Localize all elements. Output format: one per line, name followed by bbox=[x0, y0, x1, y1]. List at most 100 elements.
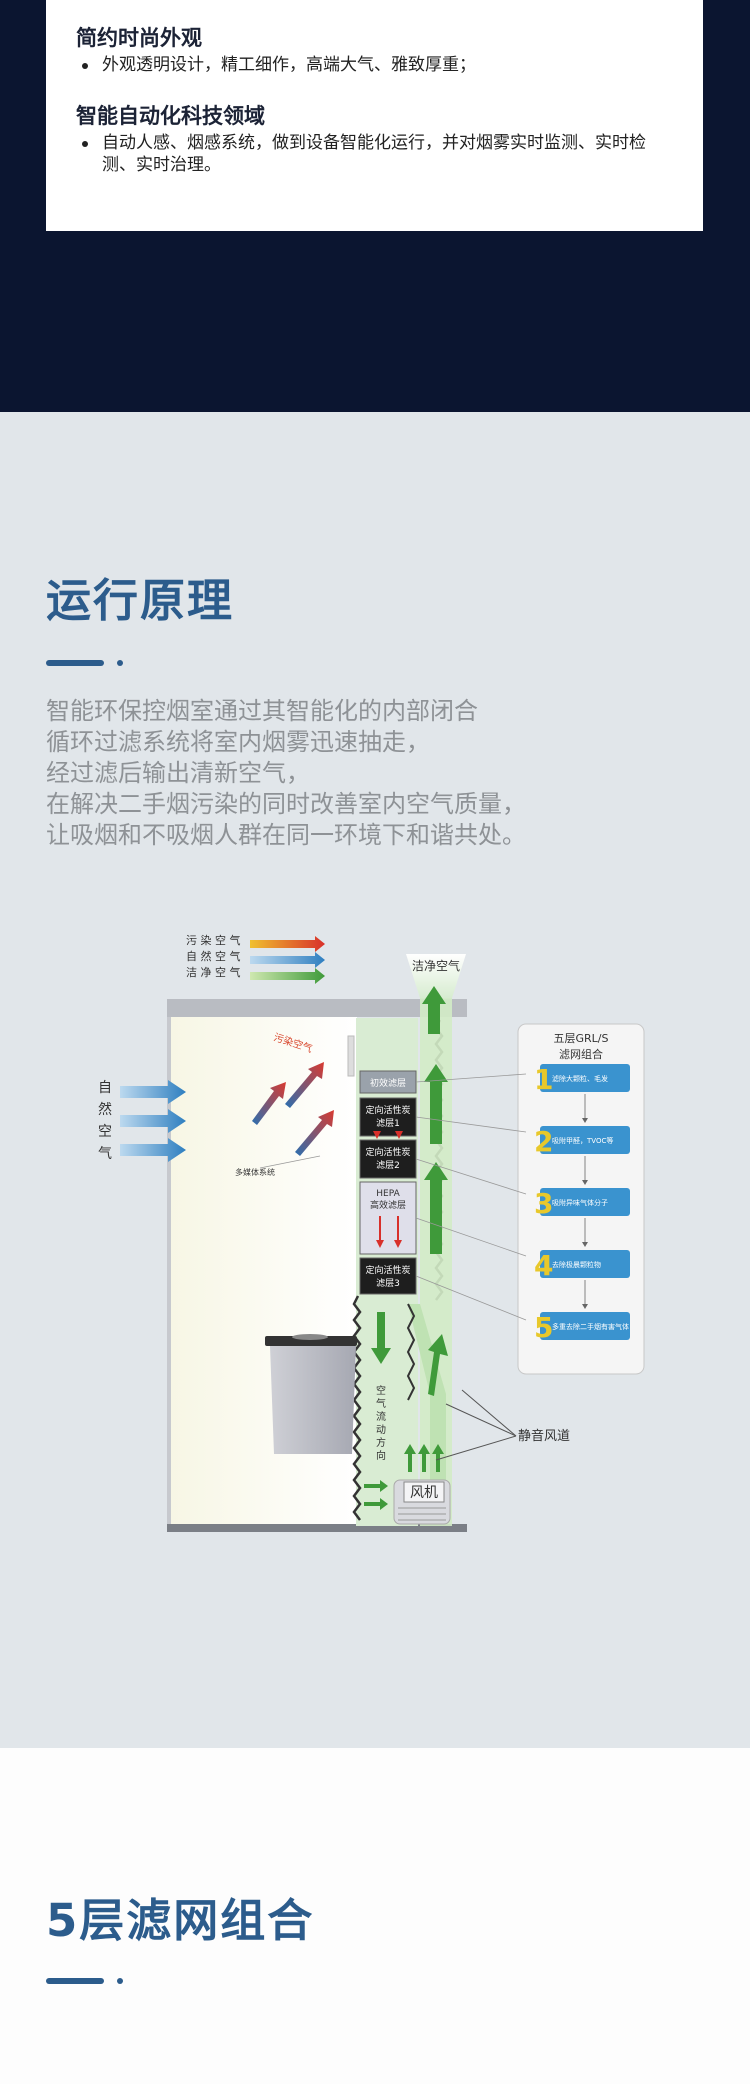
step-connector-arrow bbox=[582, 1304, 588, 1309]
feature-item: 外观透明设计，精工细作，高端大气、雅致厚重； bbox=[76, 54, 673, 76]
outlet-funnel bbox=[406, 954, 466, 998]
airflow-label: 流 bbox=[376, 1410, 386, 1423]
bottom-arrow bbox=[364, 1498, 388, 1510]
filter-label: 滤层3 bbox=[376, 1277, 400, 1289]
diagram-svg: 污 染 空 气 自 然 空 气 洁 净 空 气 自 然 空 气 bbox=[98, 933, 645, 1532]
filter-combo-heading: 5层滤网组合 bbox=[46, 1894, 315, 1947]
filter-label: 滤层1 bbox=[376, 1117, 400, 1129]
duct-arrow-down bbox=[371, 1312, 391, 1364]
heading-underline-dot bbox=[117, 1978, 123, 1984]
step-number: 3 bbox=[534, 1187, 553, 1220]
filter-label: 高效滤层 bbox=[370, 1199, 406, 1211]
room-air-arrows bbox=[252, 1062, 334, 1156]
airflow-label: 气 bbox=[376, 1397, 386, 1410]
description-line: 让吸烟和不吸烟人群在同一环境下和谐共处。 bbox=[46, 821, 526, 849]
panel-title: 滤网组合 bbox=[559, 1047, 603, 1061]
step-number: 5 bbox=[534, 1311, 553, 1344]
silent-duct-label: 静音风道 bbox=[518, 1428, 570, 1444]
principle-heading: 运行原理 bbox=[46, 574, 235, 627]
feature-appearance: 简约时尚外观 外观透明设计，精工细作，高端大气、雅致厚重； bbox=[76, 24, 673, 76]
step-number: 4 bbox=[534, 1249, 553, 1282]
feature-list: 自动人感、烟感系统，做到设备智能化运行，并对烟雾实时监测、实时检测、实时治理。 bbox=[76, 132, 673, 176]
side-natural-air-char: 自 bbox=[98, 1080, 112, 1096]
description-line: 智能环保控烟室通过其智能化的内部闭合 bbox=[46, 697, 478, 725]
side-natural-air-arrows bbox=[120, 1080, 186, 1162]
step-box bbox=[540, 1126, 630, 1154]
intake-vent bbox=[347, 1035, 355, 1077]
filter-label: 滤层2 bbox=[376, 1159, 400, 1171]
filter-carbon-3 bbox=[359, 1257, 417, 1295]
airflow-label: 动 bbox=[376, 1424, 386, 1436]
room-floor bbox=[167, 1524, 467, 1532]
features-card: 简约时尚外观 外观透明设计，精工细作，高端大气、雅致厚重； 智能自动化科技领域 … bbox=[46, 0, 703, 231]
fan-label: 风机 bbox=[410, 1485, 438, 1501]
description-line: 在解决二手烟污染的同时改善室内空气质量， bbox=[46, 790, 526, 818]
airflow-label: 方 bbox=[376, 1436, 386, 1449]
heading-underline-dot bbox=[117, 660, 123, 666]
filter-carbon-1 bbox=[359, 1097, 417, 1137]
bottom-arrow bbox=[432, 1444, 444, 1472]
step-text: 吸附异味气体分子 bbox=[552, 1198, 608, 1207]
feature-title: 简约时尚外观 bbox=[76, 26, 202, 50]
feature-title: 智能自动化科技领域 bbox=[76, 104, 265, 128]
description-line: 循环过滤系统将室内烟雾迅速抽走， bbox=[46, 728, 430, 756]
feature-automation: 智能自动化科技领域 自动人感、烟感系统，做到设备智能化运行，并对烟雾实时监测、实… bbox=[76, 102, 673, 176]
step-box bbox=[540, 1064, 630, 1092]
filter-label: HEPA bbox=[376, 1189, 400, 1199]
principle-diagram: 污 染 空 气 自 然 空 气 洁 净 空 气 自 然 空 气 bbox=[90, 924, 650, 1624]
step-number: 1 bbox=[534, 1063, 553, 1096]
principle-section: 运行原理 智能环保控烟室通过其智能化的内部闭合 循环过滤系统将室内烟雾迅速抽走，… bbox=[0, 412, 750, 1748]
heading-underline bbox=[46, 1978, 104, 1984]
step-box bbox=[540, 1188, 630, 1216]
panel-title: 五层GRL/S bbox=[554, 1032, 609, 1045]
step-text: 多重去除二手烟有害气体 bbox=[552, 1322, 629, 1331]
filter-label: 定向活性炭 bbox=[365, 1264, 410, 1276]
bottom-arrow bbox=[404, 1444, 416, 1472]
legend-natural-label: 自 然 空 气 bbox=[186, 949, 241, 963]
airflow-label: 向 bbox=[376, 1449, 386, 1462]
filter-label: 定向活性炭 bbox=[365, 1104, 410, 1116]
features-section: 简约时尚外观 外观透明设计，精工细作，高端大气、雅致厚重； 智能自动化科技领域 … bbox=[0, 0, 750, 412]
legend-clean-arrow bbox=[250, 968, 325, 984]
multimedia-label: 多媒体系统 bbox=[235, 1167, 275, 1177]
step-box bbox=[540, 1250, 630, 1278]
feature-item: 自动人感、烟感系统，做到设备智能化运行，并对烟雾实时监测、实时检测、实时治理。 bbox=[76, 132, 673, 176]
step-connector-arrow bbox=[582, 1242, 588, 1247]
side-natural-air-char: 然 bbox=[98, 1101, 112, 1118]
bottom-arrow bbox=[418, 1444, 430, 1472]
panel-steps: 1滤除大颗粒、毛发2吸附甲醛，TVOC等3吸附异味气体分子4去除极晨颗粒物5多重… bbox=[534, 1063, 630, 1344]
step-text: 吸附甲醛，TVOC等 bbox=[552, 1136, 613, 1145]
filter-label: 定向活性炭 bbox=[365, 1146, 410, 1158]
step-text: 去除极晨颗粒物 bbox=[552, 1260, 601, 1269]
side-natural-air-char: 气 bbox=[98, 1146, 112, 1162]
silent-duct-wall bbox=[352, 1295, 362, 1521]
legend-polluted-label: 污 染 空 气 bbox=[186, 933, 241, 947]
lower-duct-arrow bbox=[428, 1334, 448, 1396]
legend-clean-label: 洁 净 空 气 bbox=[186, 965, 241, 979]
fan-icon bbox=[398, 1507, 446, 1521]
step-connector-arrow bbox=[582, 1118, 588, 1123]
legend: 污 染 空 气 自 然 空 气 洁 净 空 气 bbox=[186, 933, 325, 984]
filter-hepa bbox=[359, 1181, 417, 1255]
step-number: 2 bbox=[534, 1125, 553, 1158]
step-connector-arrow bbox=[582, 1180, 588, 1185]
smoking-bin bbox=[265, 1334, 357, 1454]
airflow-label: 空 bbox=[376, 1384, 386, 1397]
legend-natural-arrow bbox=[250, 952, 325, 968]
outlet-arrow-up bbox=[424, 1064, 448, 1144]
principle-description: 智能环保控烟室通过其智能化的内部闭合 循环过滤系统将室内烟雾迅速抽走， 经过滤后… bbox=[46, 696, 686, 851]
room-ceiling bbox=[167, 999, 467, 1017]
side-natural-air-char: 空 bbox=[98, 1124, 112, 1140]
filter-label: 初效滤层 bbox=[370, 1077, 406, 1089]
step-box bbox=[540, 1312, 630, 1340]
description-line: 经过滤后输出清新空气， bbox=[46, 759, 310, 787]
room-left-wall bbox=[167, 1017, 171, 1524]
feature-list: 外观透明设计，精工细作，高端大气、雅致厚重； bbox=[76, 54, 673, 76]
outlet-arrow-up bbox=[422, 986, 446, 1034]
fan-label-box bbox=[403, 1481, 445, 1503]
